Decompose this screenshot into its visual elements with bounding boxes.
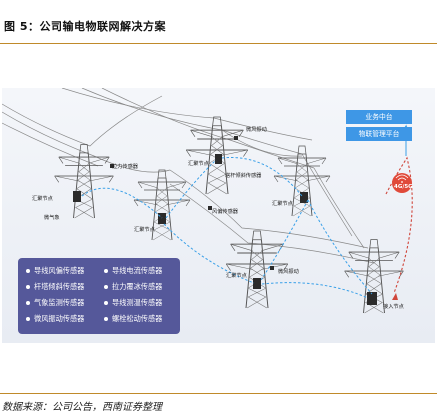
access-node-box [367,292,377,305]
legend-item: 导线测温传感器 [104,298,162,308]
legend-item: 杆塔倾斜传感器 [26,282,84,292]
label-sink-node-1: 汇聚节点 [188,161,209,167]
legend-item: 导线电流传感器 [104,266,162,276]
bullet-icon [26,301,30,305]
uplink-arrowhead [392,293,398,300]
wifi-icon [395,174,409,181]
sensor-legend: 导线风偏传感器 杆塔倾斜传感器 气象监测传感器 微风振动传感器 导线电流传感器 … [18,258,180,334]
node-box-3 [215,154,222,164]
bullet-icon [104,269,108,273]
label-sink-node-4: 汇聚节点 [134,227,155,233]
bullet-icon [26,285,30,289]
legend-item: 拉力覆冰传感器 [104,282,162,292]
uplink-dashed-red [385,156,413,294]
label-sink-node-3: 汇聚节点 [32,196,53,202]
label-tension-sensor: 拉力传感器 [112,164,138,170]
bullet-icon [26,317,30,321]
bullet-icon [104,301,108,305]
node-box-5 [253,278,261,289]
bullet-icon [26,269,30,273]
figure-source: 数据来源：公司公告，西南证券整理 [2,402,162,413]
label-access-node: 接入节点 [383,304,404,310]
title-divider [0,43,437,44]
wind-vibration-sensor-1 [234,136,238,140]
business-middle-platform: 业务中台 [346,110,412,124]
bullet-icon [104,285,108,289]
label-tower-tilt: 塔杆倾斜传感器 [225,173,262,179]
label-meteorology: 微气象 [44,215,60,221]
wireless-links [81,156,373,299]
bullet-icon [104,317,108,321]
wind-vibration-sensor-2 [270,266,274,270]
label-sink-node-2: 汇聚节点 [272,201,293,207]
iot-management-platform: 物联管理平台 [346,127,412,141]
wind-deflection-sensor [208,206,212,210]
node-box-2 [158,213,166,224]
figure-title: 图 5：公司输电物联网解决方案 [4,20,166,33]
label-wind-vibration-2: 微风振动 [278,269,299,275]
source-divider [0,393,437,394]
network-badge-circle [392,173,412,193]
legend-item: 螺栓松动传感器 [104,314,162,324]
label-sink-node-5: 汇聚节点 [226,273,247,279]
node-box-1 [73,191,81,202]
label-wind-deflection: 风偏传感器 [212,209,238,215]
legend-item: 微风振动传感器 [26,314,84,324]
sensor-nodes [73,136,377,305]
legend-item: 气象监测传感器 [26,298,84,308]
tension-sensor [110,164,114,168]
network-badge-label: 4G/5G [394,184,413,190]
label-wind-vibration-1: 微风振动 [246,127,267,133]
node-box-4 [300,192,308,203]
legend-item: 导线风偏传感器 [26,266,84,276]
